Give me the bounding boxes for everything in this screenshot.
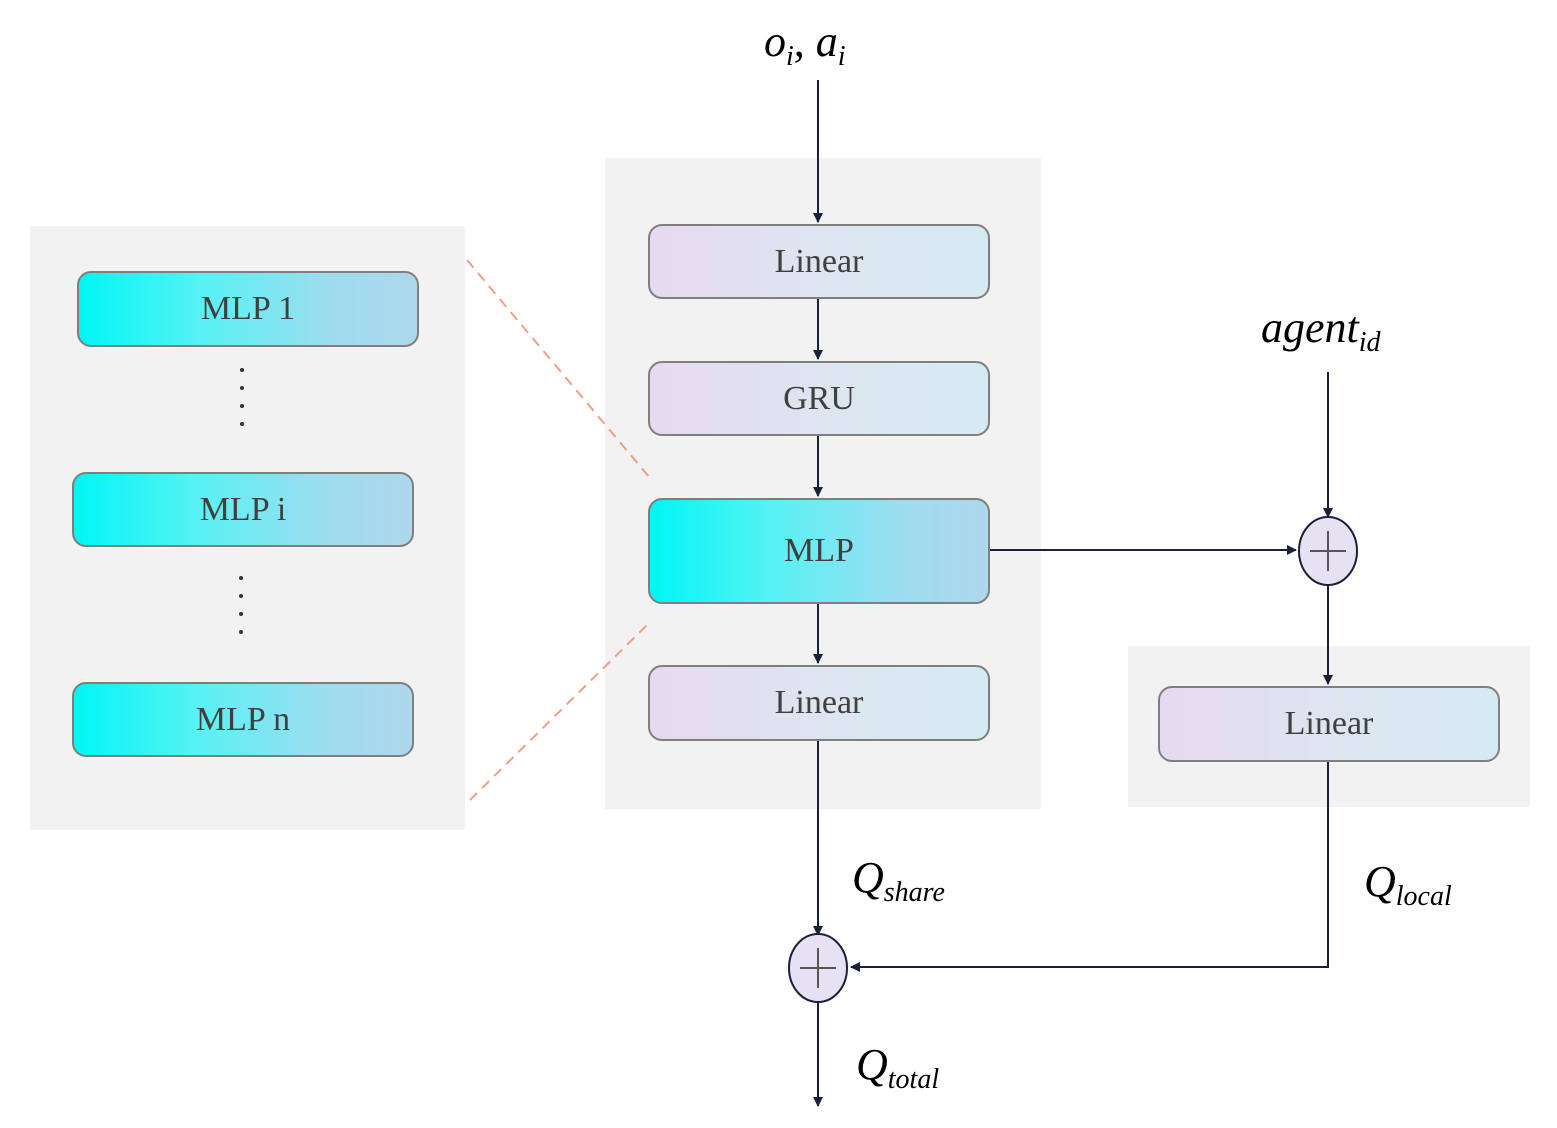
q-local-label: Qlocal [1364, 857, 1452, 912]
mlp-block: MLP [648, 498, 990, 604]
linear-output-block: Linear [648, 665, 990, 741]
agent-adder-icon [1298, 516, 1358, 586]
ellipsis-bottom-icon [237, 576, 245, 648]
q-share-label: Qshare [852, 853, 945, 908]
agent-id-label: agentid [1261, 303, 1381, 358]
zoom-line-bottom [469, 621, 651, 801]
arrow-local-to-total-adder [850, 762, 1329, 972]
zoom-line-top [466, 259, 651, 479]
mlp-1-block: MLP 1 [77, 271, 419, 347]
q-total-label: Qtotal [856, 1040, 940, 1095]
total-adder-icon [788, 933, 848, 1003]
ellipsis-top-icon [238, 368, 246, 440]
linear-local-block: Linear [1158, 686, 1500, 762]
linear-input-block: Linear [648, 224, 990, 299]
mlp-i-block: MLP i [72, 472, 414, 547]
gru-block: GRU [648, 361, 990, 436]
input-label: oi, ai [764, 17, 846, 72]
mlp-n-block: MLP n [72, 682, 414, 757]
